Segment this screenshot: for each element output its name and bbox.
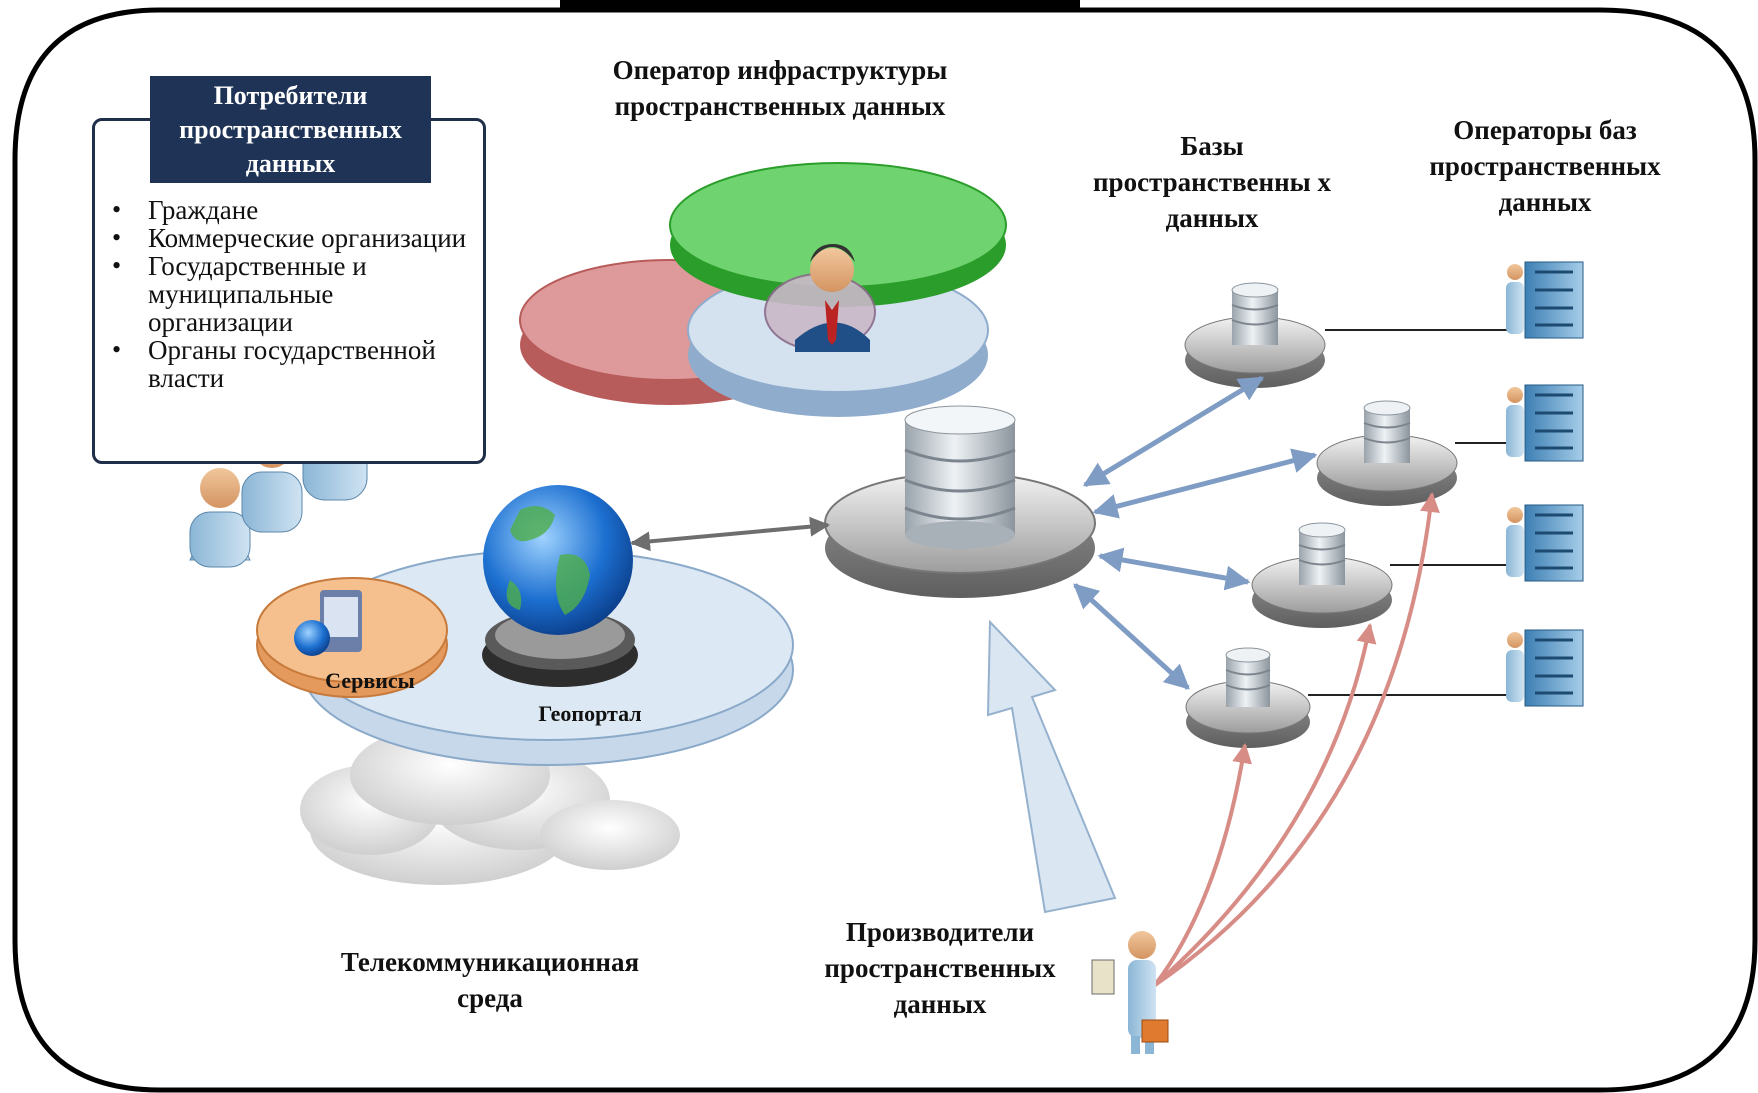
database-icon-1 <box>1184 282 1326 388</box>
arrow-db2 <box>1092 448 1318 519</box>
globe-icon <box>482 485 638 687</box>
blue-arrows <box>1073 375 1318 690</box>
consumers-title-text: Потребители пространственных данных <box>179 80 402 178</box>
database-icon-3 <box>1251 522 1393 628</box>
producer-person-icon <box>1091 931 1169 1054</box>
outer-frame <box>12 7 1758 1093</box>
arrow-db1 <box>1082 375 1265 488</box>
server-rack-icon-2 <box>1506 384 1584 462</box>
arrow-db4 <box>1073 583 1190 690</box>
consumer-item: Государственные и муниципальные организа… <box>112 252 482 336</box>
operator-sectors <box>519 162 1007 417</box>
operator-label: Оператор инфраструктуры пространственных… <box>612 55 948 121</box>
server-rack-icon-4 <box>1506 629 1584 707</box>
db-rack-connectors <box>1308 329 1515 696</box>
databases-label: Базы пространственны х данных <box>1093 131 1331 233</box>
consumer-item: Органы государственной власти <box>112 336 482 392</box>
consumer-item: Граждане <box>112 196 482 224</box>
red-arrows <box>1153 492 1440 987</box>
producers-arrow <box>986 619 1117 914</box>
server-rack-icon-1 <box>1506 261 1584 339</box>
consumer-item: Коммерческие организации <box>112 224 482 252</box>
telecom-label: Телекоммуникационная среда <box>340 947 640 1013</box>
central-database-icon <box>824 405 1096 598</box>
producers-label: Производители пространственных данных <box>824 917 1056 1019</box>
consumers-title: Потребители пространственных данных <box>150 76 431 183</box>
consumers-list: Граждане Коммерческие организации Госуда… <box>112 196 482 392</box>
header-fragment <box>560 0 1080 12</box>
server-rack-icon-3 <box>1506 504 1584 582</box>
arrow-db3 <box>1097 547 1251 591</box>
database-icon-4 <box>1185 647 1311 748</box>
services-label: Сервисы <box>325 668 415 693</box>
operator-person-icon <box>795 244 870 352</box>
database-icon-2 <box>1316 400 1458 506</box>
geoportal-label: Геопортал <box>538 701 642 726</box>
person-icon <box>189 468 251 568</box>
arrow-geoportal-db <box>630 516 830 552</box>
services-icon <box>294 590 362 656</box>
db-operators-label: Операторы баз пространственных данных <box>1429 115 1661 217</box>
